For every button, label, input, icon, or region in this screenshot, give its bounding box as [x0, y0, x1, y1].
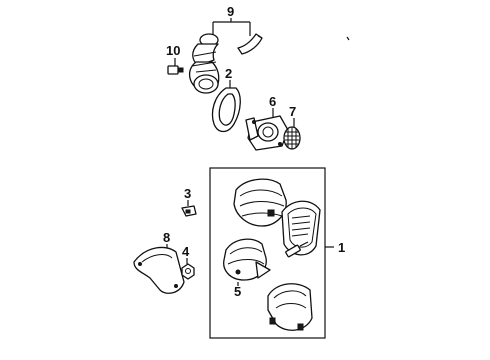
callout-9: 9 — [227, 4, 234, 19]
callout-2: 2 — [225, 66, 232, 81]
temperature-sensor-part — [167, 65, 184, 75]
stray-mark — [346, 36, 350, 41]
heat-shield-part — [133, 246, 185, 294]
inlet-sensor-part — [285, 241, 309, 258]
gasket-ring-part — [211, 87, 241, 133]
clip-part — [181, 205, 197, 217]
callout-6: 6 — [269, 94, 276, 109]
callout-3: 3 — [184, 186, 191, 201]
callout-1: 1 — [338, 240, 345, 255]
callout-7: 7 — [289, 104, 296, 119]
callout-10: 10 — [166, 43, 180, 58]
callout-8: 8 — [163, 230, 170, 245]
air-cleaner-assembly-box — [209, 167, 326, 339]
intake-duct-part — [189, 33, 220, 94]
hose-strap-part — [237, 33, 263, 55]
callout-5: 5 — [234, 284, 241, 299]
air-filter-element — [281, 200, 321, 256]
throttle-body-part — [245, 115, 289, 151]
air-cleaner-bottom-cover — [267, 283, 313, 331]
air-cleaner-housing-lower — [223, 238, 271, 281]
nut-part — [181, 263, 195, 280]
air-cleaner-housing-upper — [233, 178, 287, 227]
callout-4: 4 — [182, 244, 190, 259]
callout-9-bracket — [212, 18, 251, 36]
mesh-screen-part — [283, 126, 301, 150]
